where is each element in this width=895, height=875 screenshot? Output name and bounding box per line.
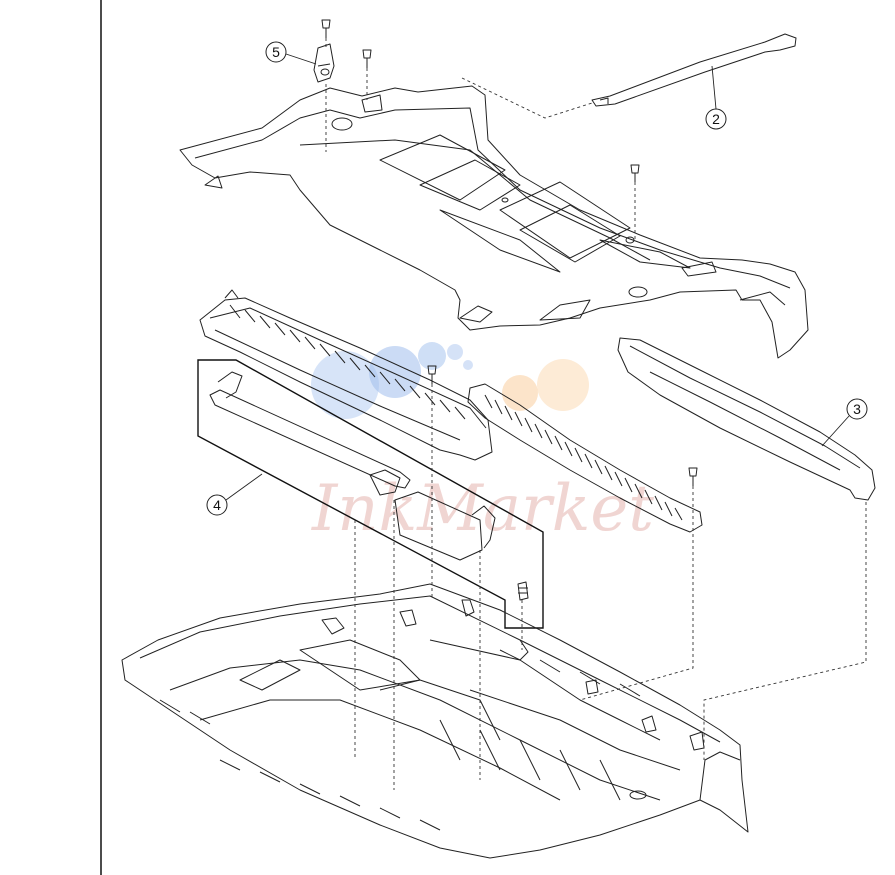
callout-2-leader <box>711 65 717 110</box>
callout-4-leader <box>225 473 263 501</box>
roller-assembly-part-4 <box>209 371 529 601</box>
watermark-dot <box>418 342 446 370</box>
roller-rail-bracket <box>199 289 493 461</box>
callout-4: 4 <box>206 473 263 516</box>
callout-5-leader <box>285 53 317 65</box>
assembly-guide-lines <box>325 38 867 790</box>
callout-3-label: 3 <box>853 401 861 417</box>
paper-guide-part-3 <box>617 337 876 501</box>
link-rod-part-2 <box>591 33 797 107</box>
lower-duplex-tray <box>121 583 749 859</box>
lever-part-5 <box>313 43 335 83</box>
screw-middle <box>427 365 437 384</box>
ribbed-comb-guide <box>467 383 703 533</box>
assembly-outline-frame <box>197 359 544 629</box>
screw-right <box>688 467 698 486</box>
callout-3: 3 <box>821 398 868 447</box>
callout-5-circle <box>265 41 287 63</box>
watermark-dot <box>447 344 463 360</box>
callout-5: 5 <box>265 41 317 65</box>
callout-4-label: 4 <box>213 497 221 513</box>
callout-2: 2 <box>705 65 727 130</box>
screw-top-left <box>321 19 331 38</box>
watermark-dot <box>369 346 421 398</box>
watermark-dot <box>463 360 473 370</box>
callout-3-circle <box>846 398 868 420</box>
upper-frame-plate <box>179 85 809 359</box>
screw-top-middle <box>362 49 372 68</box>
watermark-dot <box>311 351 379 419</box>
watermark-dot <box>502 375 538 411</box>
callout-2-label: 2 <box>712 111 720 127</box>
callout-5-label: 5 <box>272 44 280 60</box>
screw-frame-right <box>630 164 640 182</box>
watermark-dot <box>537 359 589 411</box>
watermark-text: InkMarket <box>311 472 654 546</box>
callout-3-leader <box>821 415 850 447</box>
watermark: InkMarket <box>311 342 654 546</box>
callout-4-circle <box>206 494 228 516</box>
